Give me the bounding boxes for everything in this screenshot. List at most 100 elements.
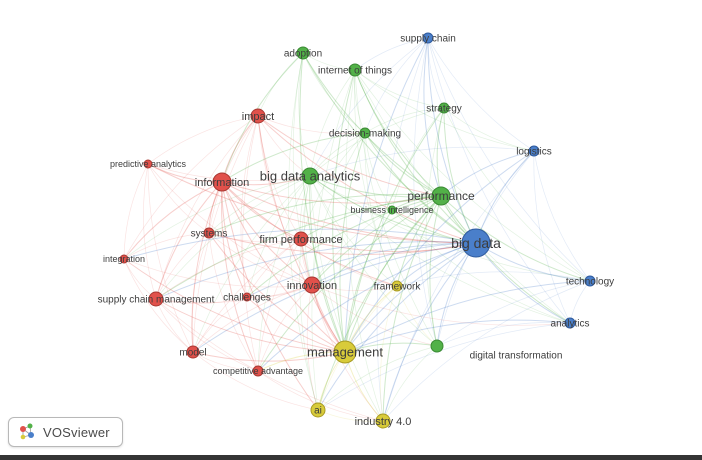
- label-ai[interactable]: ai: [314, 406, 322, 417]
- network-edge: [423, 37, 442, 197]
- label-supply-chain-management[interactable]: supply chain management: [98, 295, 215, 306]
- network-edge: [288, 52, 319, 411]
- label-management[interactable]: management: [307, 345, 383, 360]
- network-edge: [533, 150, 571, 324]
- network-edge: [221, 181, 302, 240]
- node-predictive-analytics[interactable]: [143, 159, 153, 169]
- label-decision-making[interactable]: decision-making: [329, 129, 401, 140]
- network-edge: [382, 280, 591, 422]
- label-digital-transformation[interactable]: digital transformation: [470, 351, 563, 362]
- label-logistics[interactable]: logistics: [516, 147, 552, 158]
- node-performance[interactable]: [431, 186, 451, 206]
- label-competitive-advantage[interactable]: competitive advantage: [213, 366, 303, 376]
- label-information[interactable]: information: [195, 177, 249, 189]
- node-adoption[interactable]: [296, 46, 310, 60]
- network-edge: [123, 258, 194, 353]
- label-adoption[interactable]: adoption: [284, 49, 322, 60]
- label-framework[interactable]: framework: [374, 282, 422, 293]
- label-innovation[interactable]: innovation: [287, 280, 337, 292]
- bottom-bar: [0, 455, 702, 460]
- network-edge: [257, 115, 346, 353]
- network-edge: [311, 284, 398, 291]
- network-edge: [364, 107, 445, 134]
- node-decision-making[interactable]: [359, 127, 371, 139]
- nodes-layer: [119, 32, 596, 429]
- network-edge: [257, 115, 302, 240]
- node-competitive-advantage[interactable]: [252, 365, 264, 377]
- node-firm-performance[interactable]: [293, 231, 309, 247]
- label-big-data-analytics[interactable]: big data analytics: [260, 169, 361, 184]
- node-integration[interactable]: [119, 254, 129, 264]
- label-systems[interactable]: systems: [191, 229, 228, 240]
- label-industry-4-0[interactable]: industry 4.0: [355, 416, 412, 428]
- label-internet-of-things[interactable]: internet of things: [318, 66, 392, 77]
- network-edge: [425, 107, 445, 347]
- network-edge: [317, 345, 438, 411]
- network-edge: [440, 150, 535, 197]
- label-model[interactable]: model: [179, 348, 206, 359]
- label-big-data[interactable]: big data: [451, 235, 501, 251]
- node-ai[interactable]: [310, 402, 326, 418]
- network-edge: [246, 175, 311, 298]
- network-edge: [311, 195, 442, 286]
- network-edge: [208, 115, 259, 234]
- node-digital-transformation[interactable]: [430, 339, 444, 353]
- network-edge: [344, 242, 477, 353]
- network-edge: [192, 351, 346, 362]
- label-business-intelligence[interactable]: business intelligence: [350, 205, 433, 215]
- network-edge: [147, 163, 210, 234]
- network-edge: [257, 195, 442, 372]
- node-framework[interactable]: [391, 280, 403, 292]
- network-edge: [354, 69, 398, 287]
- node-challenges[interactable]: [242, 292, 252, 302]
- network-edge: [309, 175, 346, 353]
- label-strategy[interactable]: strategy: [426, 104, 462, 115]
- network-edge: [533, 150, 591, 282]
- label-integration[interactable]: integration: [103, 254, 145, 264]
- node-impact[interactable]: [250, 108, 266, 124]
- node-technology[interactable]: [584, 275, 596, 287]
- node-systems[interactable]: [203, 227, 215, 239]
- label-performance[interactable]: performance: [407, 189, 475, 203]
- node-supply-chain-management[interactable]: [148, 291, 164, 307]
- network-edge: [339, 132, 366, 353]
- network-edge: [345, 69, 384, 422]
- label-technology[interactable]: technology: [566, 277, 614, 288]
- network-edge: [299, 175, 319, 411]
- node-internet-of-things[interactable]: [348, 63, 362, 77]
- network-edge: [311, 284, 438, 347]
- node-big-data[interactable]: [461, 228, 491, 258]
- label-challenges[interactable]: challenges: [223, 293, 271, 304]
- network-edge: [309, 175, 442, 198]
- node-industry-4-0[interactable]: [375, 413, 391, 429]
- network-edge: [317, 322, 571, 411]
- node-model[interactable]: [186, 345, 200, 359]
- network-edge: [257, 242, 477, 372]
- network-edge: [396, 271, 591, 287]
- network-edge: [155, 298, 346, 353]
- vosviewer-logo-button[interactable]: VOSviewer: [8, 417, 123, 447]
- label-supply-chain[interactable]: supply chain: [400, 34, 456, 45]
- node-analytics[interactable]: [564, 317, 576, 329]
- label-impact[interactable]: impact: [242, 111, 274, 123]
- node-big-data-analytics[interactable]: [301, 167, 319, 185]
- label-firm-performance[interactable]: firm performance: [259, 234, 342, 246]
- node-innovation[interactable]: [303, 276, 321, 294]
- network-edge: [309, 175, 438, 347]
- node-logistics[interactable]: [528, 145, 540, 157]
- network-edge: [123, 258, 346, 353]
- node-management[interactable]: [333, 340, 357, 364]
- network-edge: [413, 37, 438, 347]
- node-strategy[interactable]: [438, 102, 450, 114]
- network-edge: [306, 284, 319, 411]
- node-supply-chain[interactable]: [422, 32, 434, 44]
- network-edge: [240, 115, 259, 298]
- label-analytics[interactable]: analytics: [551, 319, 590, 330]
- network-edge: [155, 115, 259, 300]
- label-predictive-analytics[interactable]: predictive analytics: [110, 159, 187, 169]
- vosviewer-logo-icon: [20, 423, 34, 440]
- network-edge: [380, 285, 398, 422]
- network-edge: [221, 181, 313, 286]
- node-business-intelligence[interactable]: [387, 205, 397, 215]
- node-information[interactable]: [212, 172, 232, 192]
